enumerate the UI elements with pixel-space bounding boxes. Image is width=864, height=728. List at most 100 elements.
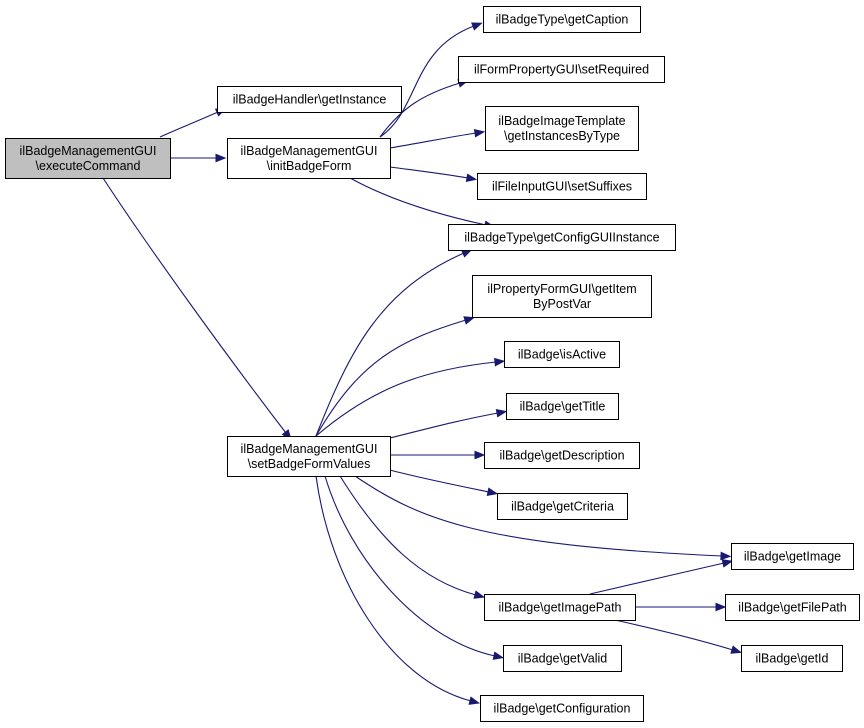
edge-root-to-init <box>170 153 227 163</box>
node-label: \setBadgeFormValues <box>248 457 371 471</box>
node-box <box>480 695 644 722</box>
edge-line <box>354 475 723 557</box>
edge-init-to-caption <box>379 22 483 138</box>
node-getdesc[interactable]: ilBadge\getDescription <box>484 442 640 469</box>
edge-line <box>315 475 472 702</box>
node-box <box>458 56 665 83</box>
node-required[interactable]: ilFormPropertyGUI\setRequired <box>458 56 665 83</box>
node-label: ilBadge\isActive <box>518 348 606 362</box>
edge-line <box>315 319 467 437</box>
edge-arrowhead-icon <box>463 316 475 325</box>
edge-arrowhead-icon <box>215 153 227 163</box>
node-suffixes[interactable]: ilFileInputGUI\setSuffixes <box>477 173 647 200</box>
node-label: \initBadgeForm <box>267 159 352 173</box>
node-label: ilBadgeType\getCaption <box>496 13 629 27</box>
edge-init-to-imgtpl <box>389 128 486 149</box>
node-label: ilFormPropertyGUI\setRequired <box>474 63 649 77</box>
node-box <box>472 275 652 318</box>
node-getcrit[interactable]: ilBadge\getCriteria <box>497 493 628 520</box>
node-box <box>504 341 620 368</box>
edge-setvals-to-gettitle <box>389 409 508 439</box>
node-getimgpath[interactable]: ilBadge\getImagePath <box>484 594 636 621</box>
node-box <box>485 106 639 151</box>
edge-root-to-setvals <box>102 177 292 441</box>
edge-arrowhead-icon <box>494 357 506 367</box>
node-isactive[interactable]: ilBadge\isActive <box>504 341 620 368</box>
edge-setvals-to-getdesc <box>390 450 486 460</box>
node-box <box>477 173 647 200</box>
edge-arrowhead-icon <box>720 551 732 561</box>
node-label: ilBadgeManagementGUI <box>20 144 157 158</box>
node-box <box>217 86 402 113</box>
node-getimage[interactable]: ilBadge\getImage <box>731 543 854 570</box>
node-box <box>483 6 641 33</box>
edge-getimgpath-to-getimage <box>589 559 734 595</box>
edge-line <box>339 475 477 596</box>
edge-arrowhead-icon <box>486 487 499 496</box>
node-getconfig[interactable]: ilBadge\getConfiguration <box>480 695 644 722</box>
node-getid[interactable]: ilBadge\getId <box>741 645 843 672</box>
edge-root-to-handler <box>159 108 227 138</box>
edge-arrowhead-icon <box>473 128 486 138</box>
node-label: ByPostVar <box>533 297 591 311</box>
edge-line <box>315 252 465 437</box>
node-box <box>725 594 860 621</box>
node-label: \executeCommand <box>36 159 141 173</box>
node-getfilepath[interactable]: ilBadge\getFilePath <box>725 594 860 621</box>
edge-init-to-configgui <box>349 177 496 229</box>
edge-getimgpath-to-getid <box>614 619 742 654</box>
node-init[interactable]: ilBadgeManagementGUI\initBadgeForm <box>227 138 391 179</box>
node-label: ilBadge\getCriteria <box>511 500 614 514</box>
edge-arrowhead-icon <box>468 696 481 705</box>
edge-arrowhead-icon <box>495 409 508 418</box>
edge-line <box>379 25 475 138</box>
node-box <box>731 543 854 570</box>
node-label: ilBadgeHandler\getInstance <box>233 93 387 107</box>
node-box <box>503 645 622 672</box>
node-gettitle[interactable]: ilBadge\getTitle <box>506 393 619 420</box>
node-getvalid[interactable]: ilBadge\getValid <box>503 645 622 672</box>
node-setvals[interactable]: ilBadgeManagementGUI\setBadgeFormValues <box>227 436 391 477</box>
edge-arrowhead-icon <box>492 651 505 660</box>
node-label: ilBadge\getImage <box>744 550 841 564</box>
node-box <box>448 224 676 251</box>
node-label: ilBadge\getDescription <box>499 449 624 463</box>
node-label: ilBadgeImageTemplate <box>498 114 625 128</box>
node-box <box>484 594 636 621</box>
node-configgui[interactable]: ilBadgeType\getConfigGUIInstance <box>448 224 676 251</box>
edge-arrowhead-icon <box>730 645 742 654</box>
node-box <box>497 493 628 520</box>
edge-layer <box>102 22 742 705</box>
node-handler[interactable]: ilBadgeHandler\getInstance <box>217 86 402 113</box>
edge-setvals-to-getvalid <box>324 475 505 660</box>
node-label: ilBadgeType\getConfigGUIInstance <box>464 231 659 245</box>
edge-setvals-to-getcrit <box>389 469 499 496</box>
node-layer: ilBadgeManagementGUI\executeCommandilBad… <box>5 6 860 722</box>
edge-line <box>389 166 469 179</box>
edge-arrowhead-icon <box>473 590 486 599</box>
edge-setvals-to-getimage <box>354 475 732 561</box>
node-label: ilBadge\getValid <box>518 652 607 666</box>
edge-line <box>379 82 461 138</box>
node-box <box>506 393 619 420</box>
edge-line <box>159 111 219 138</box>
node-caption[interactable]: ilBadgeType\getCaption <box>483 6 641 33</box>
node-label: ilBadge\getTitle <box>520 400 606 414</box>
edge-setvals-to-getimgpath <box>339 475 486 599</box>
edge-arrowhead-icon <box>465 173 478 183</box>
edge-line <box>614 619 734 651</box>
edge-setvals-to-getitem <box>315 316 475 437</box>
edge-setvals-to-isactive <box>315 357 506 437</box>
edge-line <box>389 412 499 439</box>
node-label: ilPropertyFormGUI\getItem <box>487 282 636 296</box>
edge-line <box>389 132 477 149</box>
node-label: ilBadge\getId <box>756 652 829 666</box>
edge-init-to-suffixes <box>389 166 478 183</box>
node-imgtpl[interactable]: ilBadgeImageTemplate\getInstancesByType <box>485 106 639 151</box>
node-box <box>484 442 640 469</box>
edge-getimgpath-to-getfilepath <box>635 602 727 612</box>
edge-setvals-to-getconfig <box>315 475 481 705</box>
node-root[interactable]: ilBadgeManagementGUI\executeCommand <box>5 138 171 179</box>
